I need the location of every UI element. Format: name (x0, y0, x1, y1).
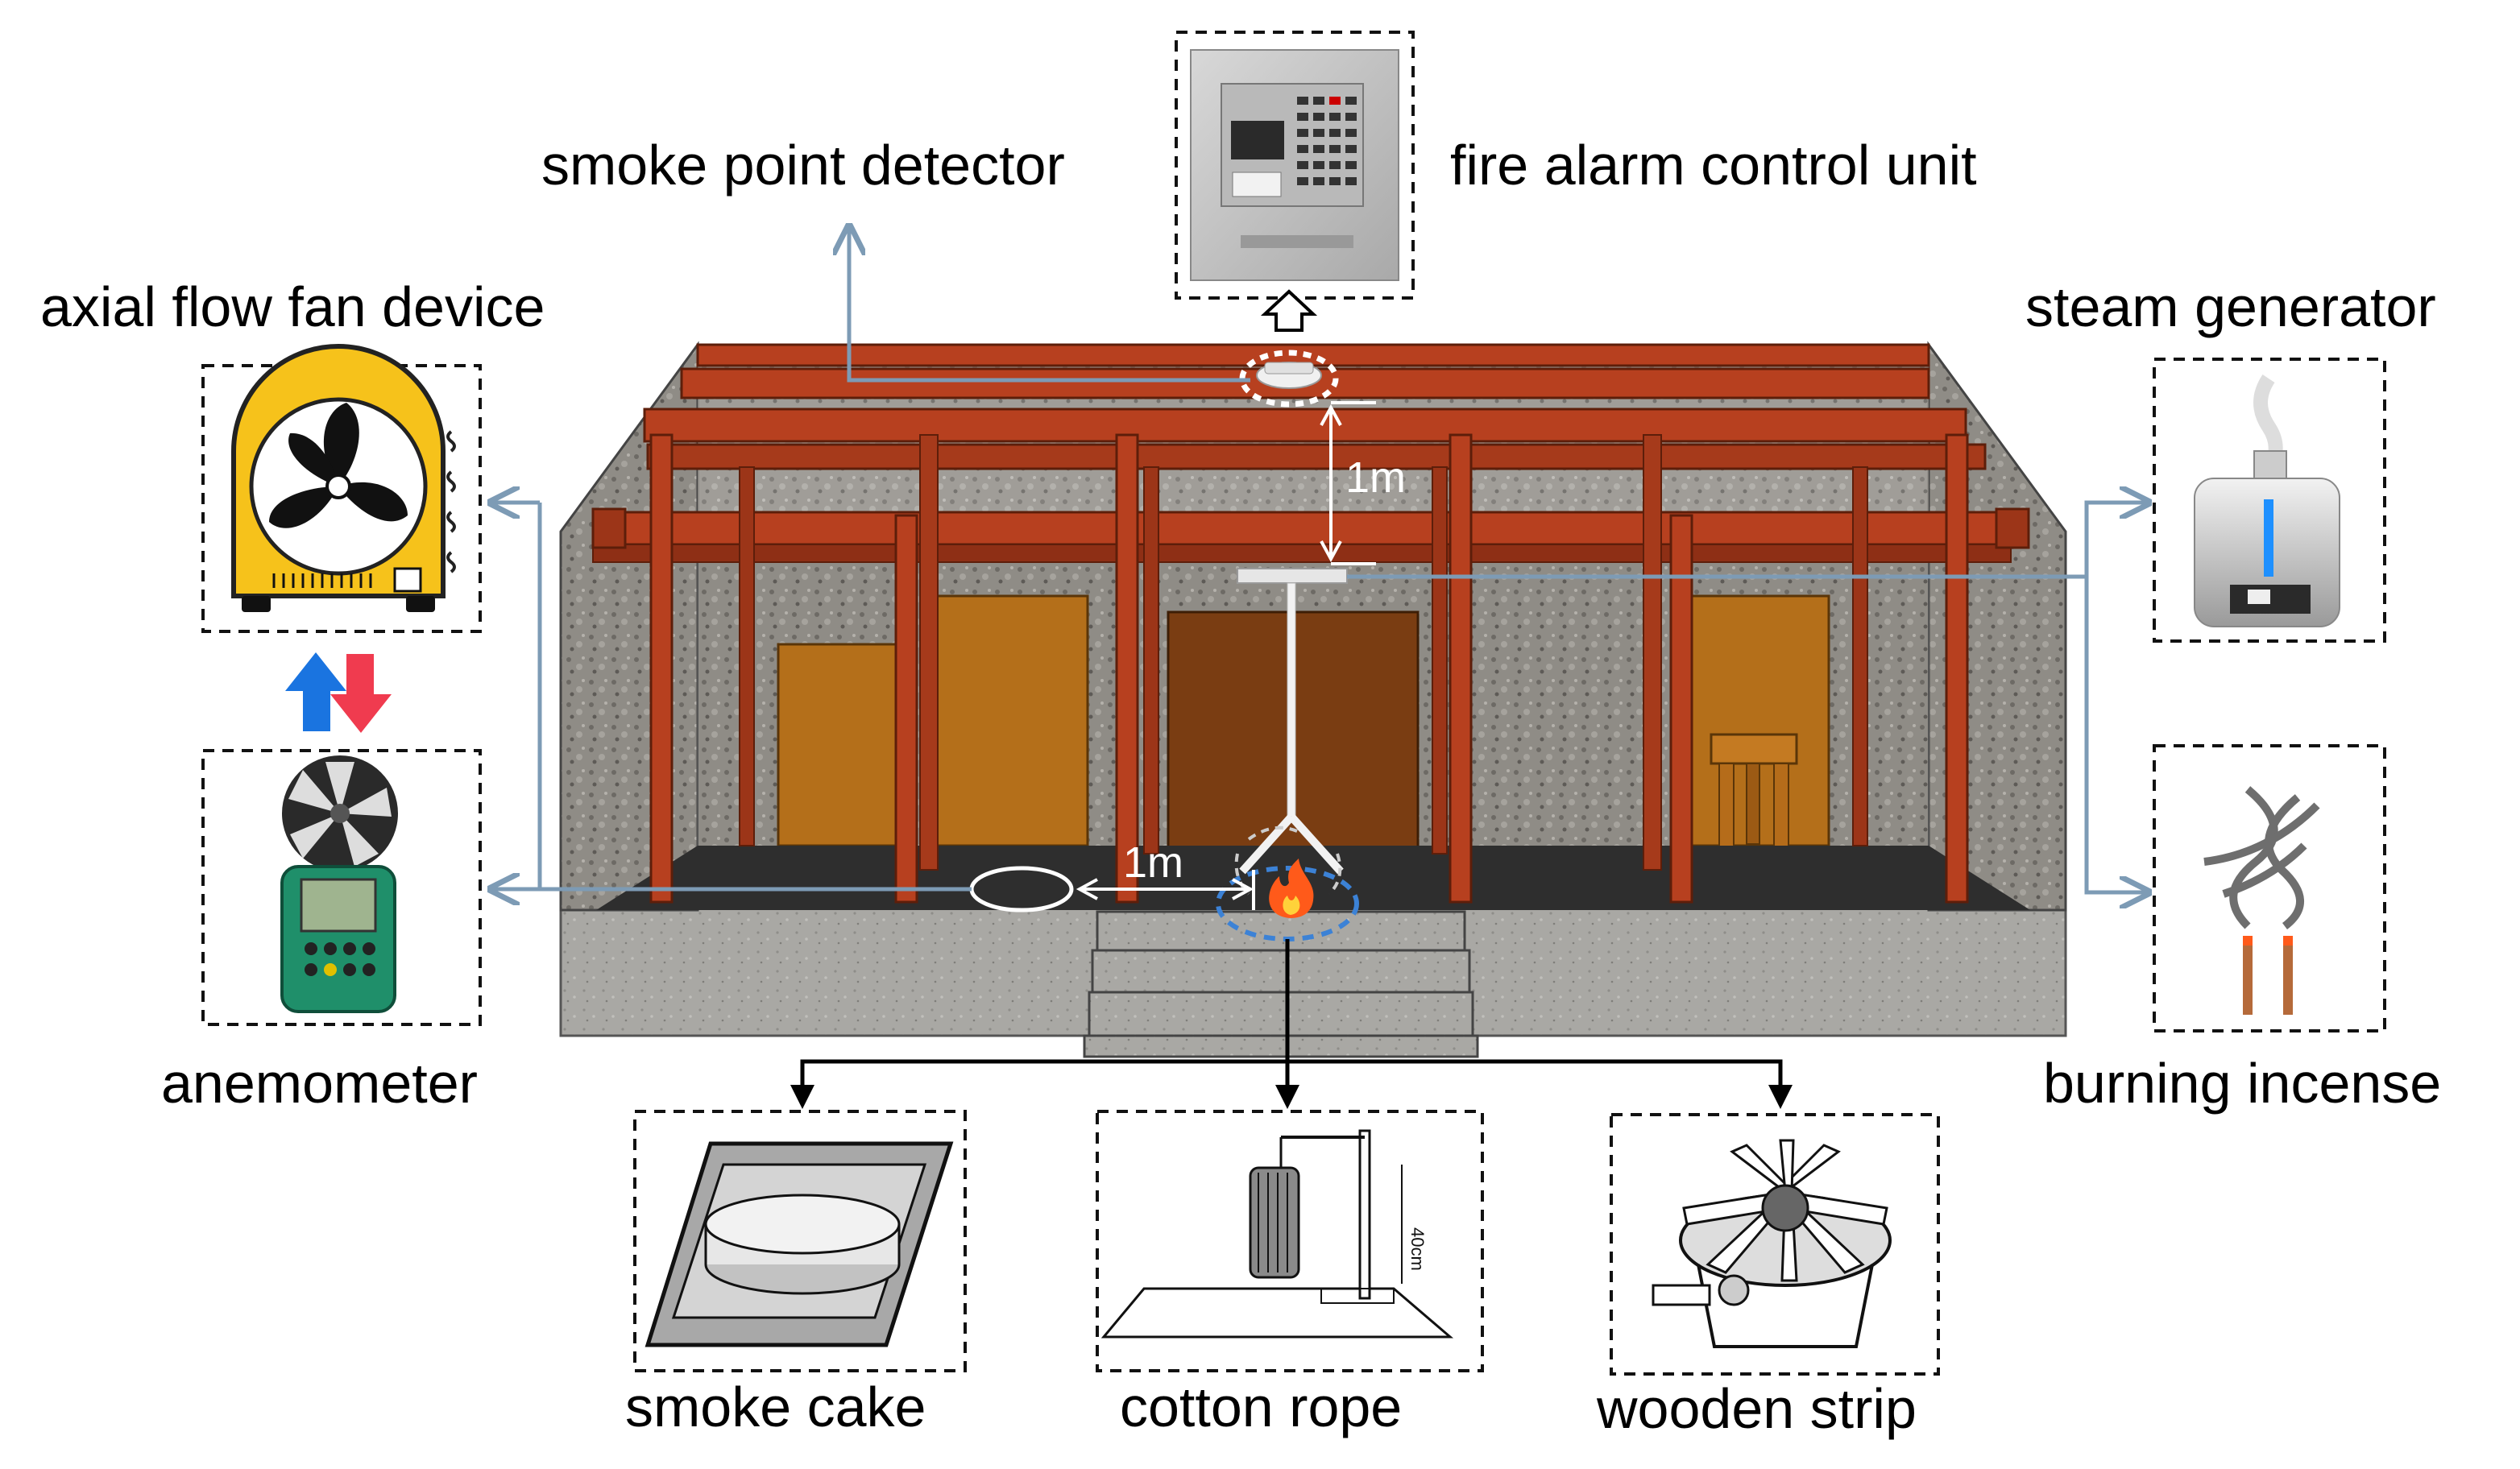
svg-text:40cm: 40cm (1407, 1227, 1428, 1271)
front-steps (1083, 910, 1479, 1058)
wooden-strip-box (1610, 1113, 1940, 1376)
detector-mount-stand (1237, 568, 1348, 875)
label-fire-alarm-control-unit: fire alarm control unit (1450, 134, 1977, 197)
connector-lines (491, 227, 2148, 892)
smoke-icon (2203, 786, 2320, 929)
fire-type-connectors (790, 939, 1793, 1109)
label-smoke-point-detector: smoke point detector (541, 134, 1065, 197)
cotton-rope-box: 40cm (1096, 1110, 1484, 1372)
anemometer-box (201, 749, 482, 1026)
columns (649, 433, 1969, 904)
label-anemometer: anemometer (161, 1052, 478, 1115)
label-steam-generator: steam generator (2025, 275, 2436, 338)
label-wooden-strip: wooden strip (1597, 1377, 1917, 1440)
door-left-1 (777, 643, 901, 847)
dimension-floor-label: 1m (1123, 838, 1184, 887)
burning-incense-box (2153, 744, 2386, 1032)
test-building (559, 341, 2067, 1058)
axial-fan-box (201, 344, 482, 633)
label-cotton-rope: cotton rope (1120, 1376, 1403, 1438)
horizontal-dimension (1076, 870, 1255, 910)
wind-icon (446, 430, 456, 573)
vertical-dimension (1320, 401, 1376, 565)
wooden-stool (1710, 733, 1798, 864)
label-smoke-cake: smoke cake (625, 1376, 926, 1438)
smoke-cake-box (633, 1110, 967, 1372)
fan-icon (269, 403, 408, 528)
up-arrow-icon (1260, 289, 1318, 332)
dimension-ceiling-label: 1m (1345, 453, 1407, 502)
fire-alarm-control-unit-box (1175, 31, 1415, 300)
door-left-2 (933, 594, 1089, 847)
steam-generator-box (2153, 358, 2386, 643)
label-burning-incense: burning incense (2043, 1052, 2442, 1115)
label-axial-flow-fan-device: axial flow fan device (40, 275, 545, 338)
keypad (1297, 97, 1357, 185)
vane-icon (288, 762, 392, 867)
flame-icon (1269, 859, 1314, 918)
exchange-arrows-icon (285, 652, 392, 733)
